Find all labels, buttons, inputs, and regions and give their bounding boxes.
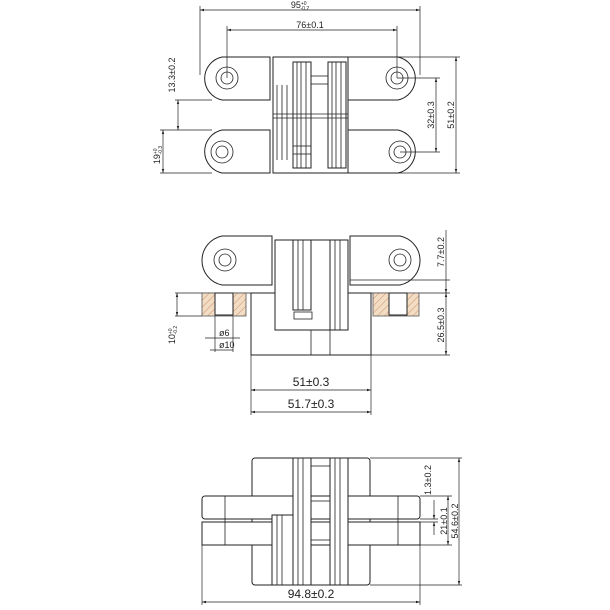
dim-overall-length: 95+0-0.2: [291, 0, 310, 12]
dim-body-height: 54.6±0.2: [450, 504, 460, 539]
dim-hole-spacing: 76±0.1: [296, 20, 323, 30]
dim-leaf-spacing: 21±0.1: [439, 507, 449, 534]
dim-mortise-width: 51.7±0.3: [288, 397, 335, 411]
side-dimension-lines: [175, 230, 450, 415]
side-view: 7.7±0.2 26.5±0.3 10+0-0.2 ø6 ø10 51±0.3 …: [167, 230, 450, 415]
top-dimension-lines: [160, 6, 460, 174]
dim-overall-length-front: 94.8±0.2: [288, 587, 335, 601]
front-dimension-lines: [201, 457, 462, 605]
hinge-body-top: [272, 56, 349, 174]
hinge-body-front: [271, 457, 349, 586]
top-view: 95+0-0.2 76±0.1 13.3±0.2 19+0-0.3 32±0.3…: [152, 0, 460, 174]
hatched-counterbore-left: [201, 292, 247, 317]
hinge-body-side: [274, 239, 349, 355]
dim-hole-vertical-spacing: 32±0.3: [426, 101, 436, 128]
dim-overall-height: 51±0.2: [446, 101, 456, 128]
front-view: 1.3±0.2 21±0.1 54.6±0.2 94.8±0.2: [201, 457, 462, 605]
lower-right-leaf: [347, 129, 416, 174]
dim-leaf-thickness: 7.7±0.2: [436, 237, 446, 267]
dim-hole-small-dia: ø6: [219, 328, 230, 338]
dim-body-depth: 26.5±0.3: [436, 308, 446, 343]
dim-leaf-width: 19+0-0.3: [152, 146, 164, 165]
dim-counterbore-depth: 10+0-0.2: [167, 326, 179, 345]
dim-gap: 1.3±0.2: [423, 465, 433, 495]
upper-right-leaf: [347, 56, 416, 101]
dim-hole-large-dia: ø10: [219, 340, 235, 350]
dim-body-width: 51±0.3: [293, 375, 330, 389]
hatched-counterbore-right: [372, 292, 420, 317]
upper-left-leaf: [204, 56, 271, 101]
dim-leaf-height: 13.3±0.2: [167, 58, 177, 93]
lower-left-leaf: [204, 129, 271, 174]
